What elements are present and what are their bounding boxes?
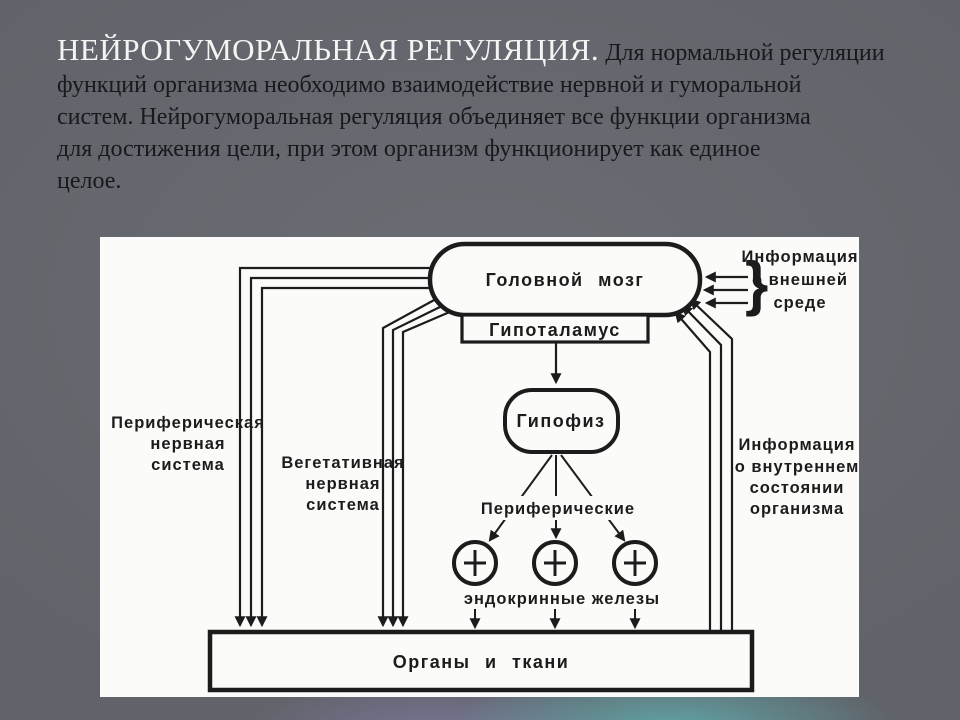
peripheral-label: Периферические (481, 500, 635, 518)
slide-body-line: для достижения цели, при этом организм ф… (57, 136, 761, 162)
slide-heading: НЕЙРОГУМОРАЛЬНАЯ РЕГУЛЯЦИЯ. (57, 32, 600, 67)
organs-node: Органы и ткани (207, 629, 755, 693)
endocrine-glands (452, 540, 658, 586)
pituitary-label: Гипофиз (517, 411, 606, 431)
pituitary-node: Гипофиз (503, 388, 620, 454)
external-info-label: Информация о внешней среде (741, 248, 858, 312)
organs-label: Органы и ткани (393, 652, 570, 672)
external-info-line: о внешней (752, 271, 848, 289)
ans-label: Вегетативная нервная система (281, 454, 404, 514)
internal-info-line: о внутреннем (735, 458, 859, 476)
endocrine-label-group: эндокринные железы (440, 586, 688, 609)
ans-label-line: система (306, 496, 380, 514)
hypothalamus-node: Гипоталамус (460, 313, 650, 344)
ans-pathways (377, 298, 453, 628)
hypothalamus-label: Гипоталамус (489, 320, 621, 340)
external-info-line: Информация (741, 248, 858, 266)
pns-pathways (234, 266, 434, 628)
endocrine-gland-plus-icon (532, 540, 578, 586)
slide-body-line: систем. Нейрогуморальная регуляция объед… (57, 104, 811, 130)
slide-body-line: функций организма необходимо взаимодейст… (57, 72, 802, 98)
pns-label-line: Периферическая (111, 414, 265, 432)
slide-body-line: целое. (57, 168, 122, 194)
slide-line1-rest: Для нормальной регуляции (599, 40, 885, 66)
brain-label: Головной мозг (486, 270, 645, 290)
neurohumoral-diagram: } Головной мозг Гипоталамус Гипофиз Пери… (111, 241, 859, 693)
pns-label: Периферическая нервная система (111, 414, 265, 474)
endocrine-gland-plus-icon (452, 540, 498, 586)
diagram-panel: } Головной мозг Гипоталамус Гипофиз Пери… (100, 237, 859, 697)
external-info-line: среде (773, 294, 826, 312)
pns-label-line: система (151, 456, 225, 474)
external-info-arrows (702, 271, 748, 309)
brace-glyph: } (745, 250, 768, 317)
internal-info-line: Информация (738, 436, 855, 454)
peripheral-label-group: Периферические (478, 496, 638, 520)
endocrine-gland-plus-icon (612, 540, 658, 586)
pns-label-line: нервная (150, 435, 225, 453)
internal-info-line: состоянии (750, 479, 845, 497)
ans-label-line: Вегетативная (281, 454, 404, 472)
internal-info-line: организма (750, 500, 844, 518)
ans-label-line: нервная (305, 475, 380, 493)
brain-node: Головной мозг (427, 241, 703, 318)
internal-info-label: Информация о внутреннем состоянии органи… (735, 436, 859, 518)
afferent-pathways (674, 298, 734, 631)
slide-title-line: НЕЙРОГУМОРАЛЬНАЯ РЕГУЛЯЦИЯ. Для нормальн… (57, 34, 937, 69)
endocrine-label: эндокринные железы (464, 590, 660, 608)
slide-text-block: НЕЙРОГУМОРАЛЬНАЯ РЕГУЛЯЦИЯ. Для нормальн… (57, 34, 937, 197)
